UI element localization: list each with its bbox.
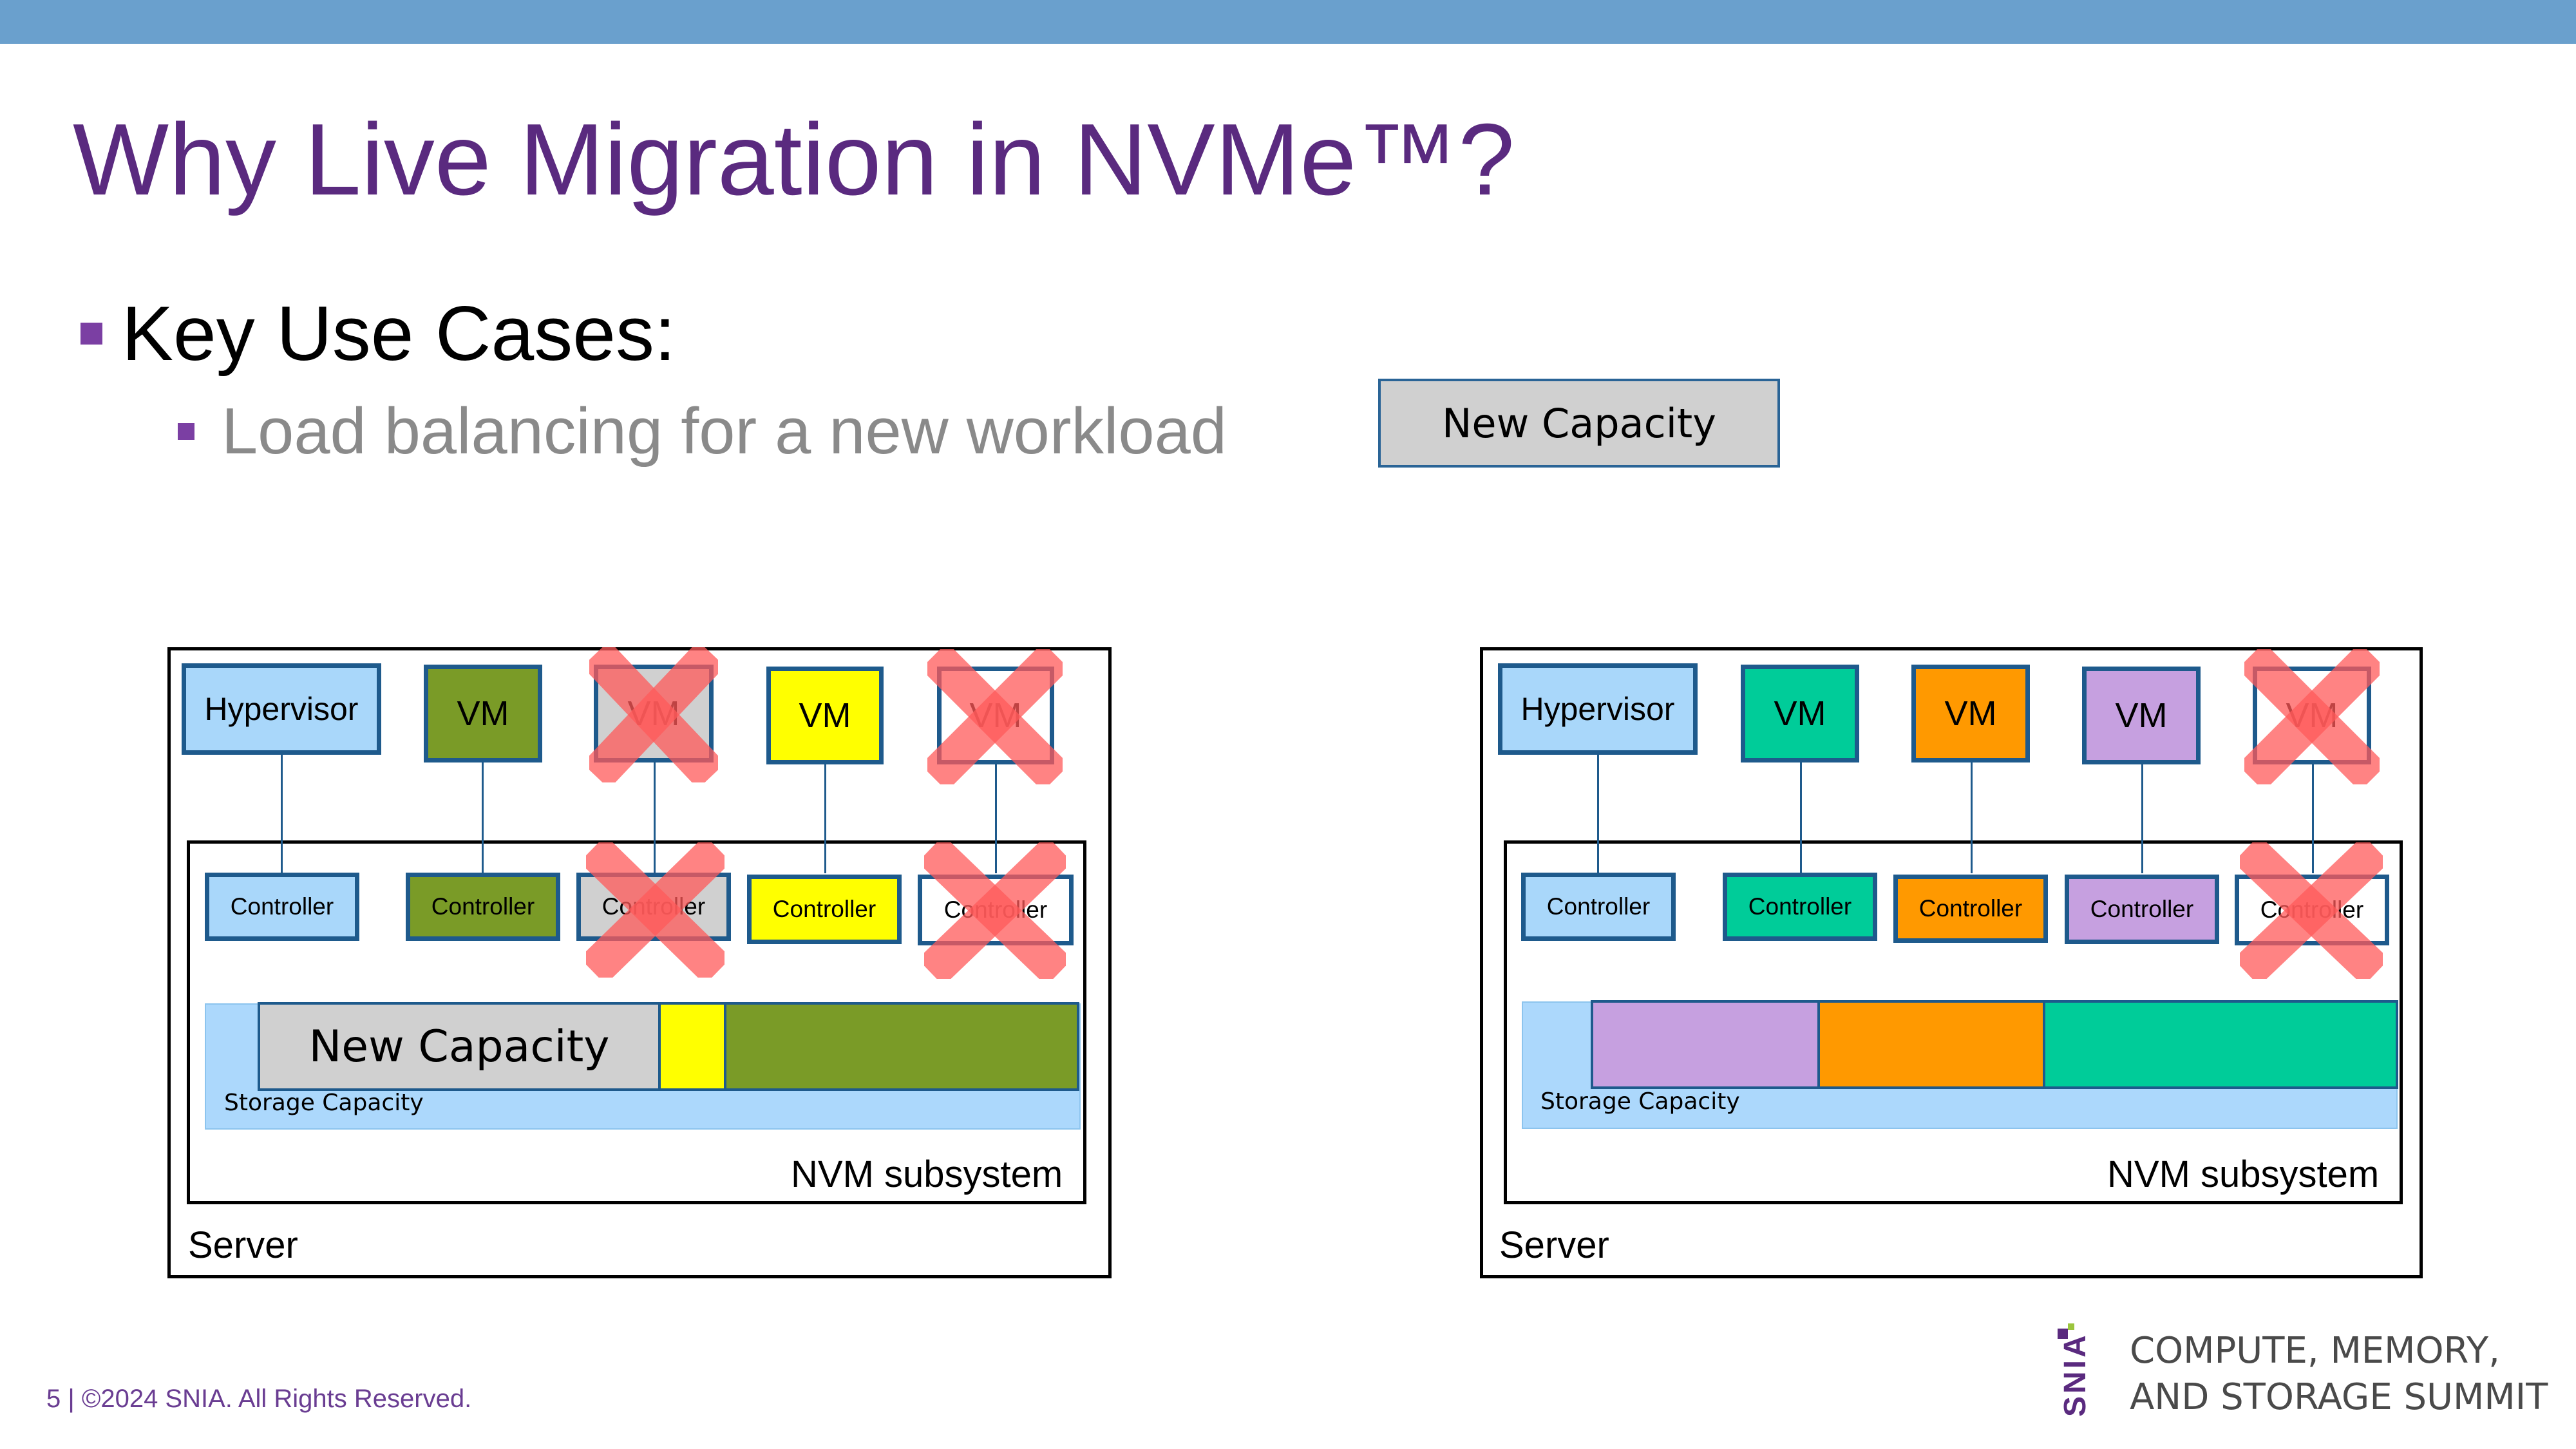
storage-segment-yellow — [658, 1002, 726, 1091]
storage-segment-olive — [724, 1002, 1079, 1091]
legend-new-capacity: New Capacity — [1378, 379, 1780, 468]
controller-box: Controller — [1521, 873, 1676, 941]
vm-box-teal: VM — [1741, 665, 1859, 762]
connector-line — [2141, 761, 2143, 873]
snia-brand-logo: SNIA COMPUTE, MEMORY, AND STORAGE SUMMIT — [2058, 1323, 2560, 1420]
controller-box: Controller — [576, 873, 731, 941]
connector-line — [1597, 753, 1599, 873]
slide-title: Why Live Migration in NVMe™? — [73, 103, 1515, 216]
vm-box-white: VM — [2253, 667, 2371, 764]
bullet-text: Key Use Cases: — [122, 290, 676, 377]
vm-box-lavender: VM — [2082, 667, 2201, 764]
controller-box: Controller — [2235, 875, 2389, 945]
brand-line-2: AND STORAGE SUMMIT — [2130, 1376, 2548, 1418]
controller-box: Controller — [747, 875, 902, 944]
bullet-key-use-cases: Key Use Cases: — [80, 289, 676, 379]
sub-bullet-load-balancing: Load balancing for a new workload — [178, 393, 1227, 470]
bullet-square-icon — [178, 423, 194, 440]
vm-box-olive: VM — [424, 665, 542, 762]
controller-box: Controller — [2065, 875, 2219, 944]
vm-box-yellow: VM — [766, 667, 884, 764]
server-label: Server — [188, 1224, 298, 1266]
connector-line — [281, 753, 283, 873]
connector-line — [482, 761, 484, 873]
vm-box-orange: VM — [1911, 665, 2030, 762]
storage-segment-orange — [1817, 1000, 2045, 1089]
connector-line — [2312, 761, 2314, 873]
hypervisor-box: Hypervisor — [1498, 663, 1698, 755]
server-label: Server — [1499, 1224, 1609, 1266]
sub-bullet-text: Load balancing for a new workload — [222, 395, 1227, 468]
storage-capacity-label: Storage Capacity — [224, 1090, 424, 1116]
connector-line — [1800, 761, 1802, 873]
controller-box: Controller — [205, 873, 359, 941]
logo-snia-text: SNIA — [2058, 1332, 2092, 1417]
connector-line — [824, 761, 826, 873]
nvm-subsystem-label: NVM subsystem — [791, 1153, 1063, 1195]
logo-mark-icon — [2058, 1329, 2068, 1339]
logo-mark-icon — [2068, 1323, 2074, 1330]
controller-box: Controller — [406, 873, 560, 941]
vm-box-white: VM — [937, 667, 1054, 764]
storage-segment-teal — [2043, 1000, 2398, 1089]
controller-box: Controller — [918, 875, 1074, 945]
top-accent-bar — [0, 0, 2576, 44]
hypervisor-box: Hypervisor — [182, 663, 381, 755]
vm-box-grey: VM — [594, 665, 714, 762]
storage-capacity-label: Storage Capacity — [1540, 1088, 1740, 1115]
controller-box: Controller — [1893, 875, 2048, 943]
storage-segment-lavender — [1591, 1000, 1820, 1089]
connector-line — [1971, 761, 1973, 873]
controller-box: Controller — [1723, 873, 1877, 941]
footer-copyright: 5 | ©2024 SNIA. All Rights Reserved. — [46, 1385, 472, 1413]
connector-line — [654, 761, 656, 873]
bullet-square-icon — [80, 323, 102, 345]
nvm-subsystem-label: NVM subsystem — [2107, 1153, 2380, 1195]
storage-segment-new-capacity: New Capacity — [258, 1002, 661, 1091]
brand-line-1: COMPUTE, MEMORY, — [2130, 1330, 2500, 1372]
connector-line — [995, 761, 997, 873]
